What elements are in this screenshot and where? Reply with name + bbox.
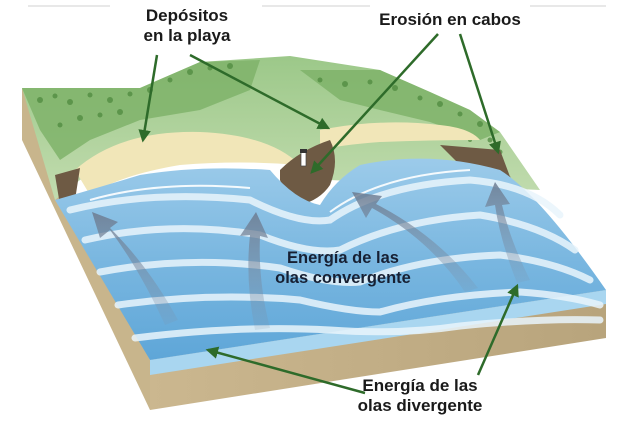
cliff-center [280, 140, 335, 205]
energy-arrows [92, 182, 530, 330]
foam-lines [89, 169, 471, 213]
wave-crests [66, 176, 604, 342]
label-headland-erosion: Erosión en cabos [370, 10, 530, 30]
pointer-erosion-right [458, 33, 501, 155]
energy-arrow-4 [485, 182, 530, 283]
energy-arrow-1 [92, 212, 178, 325]
label-convergent-energy-line-1: Energía de las [287, 249, 399, 267]
label-beach-deposits-line-2: en la playa [143, 26, 231, 45]
label-divergent-energy: Energía de las olas divergente [340, 376, 500, 416]
water-surface [55, 158, 606, 360]
lighthouse-icon [300, 149, 307, 167]
label-convergent-energy: Energía de las olas convergente [258, 248, 428, 288]
label-divergent-energy-line-2: olas divergente [357, 396, 483, 415]
label-convergent-energy-line-2: olas convergente [275, 269, 411, 287]
beach-right [320, 122, 480, 150]
pointer-deposits-left [138, 54, 159, 143]
pointer-divergent-left [205, 346, 366, 395]
forest-ridge-right [300, 70, 500, 140]
label-divergent-energy-line-1: Energía de las [362, 376, 478, 395]
label-beach-deposits-line-1: Depósitos [145, 6, 229, 25]
pointer-divergent-right [476, 283, 519, 376]
tree-dots [37, 63, 503, 155]
beach-left [75, 131, 300, 195]
pointer-erosion-center [310, 33, 439, 174]
forest-ridge-left [22, 60, 260, 160]
energy-arrow-2 [240, 212, 270, 330]
label-beach-deposits: Depósitos en la playa [112, 6, 262, 46]
label-headland-erosion-line-1: Erosión en cabos [379, 10, 521, 29]
pointer-deposits-right [189, 53, 331, 130]
pointer-arrows [138, 33, 519, 395]
energy-arrow-3 [352, 192, 478, 292]
sea-body [55, 158, 606, 360]
